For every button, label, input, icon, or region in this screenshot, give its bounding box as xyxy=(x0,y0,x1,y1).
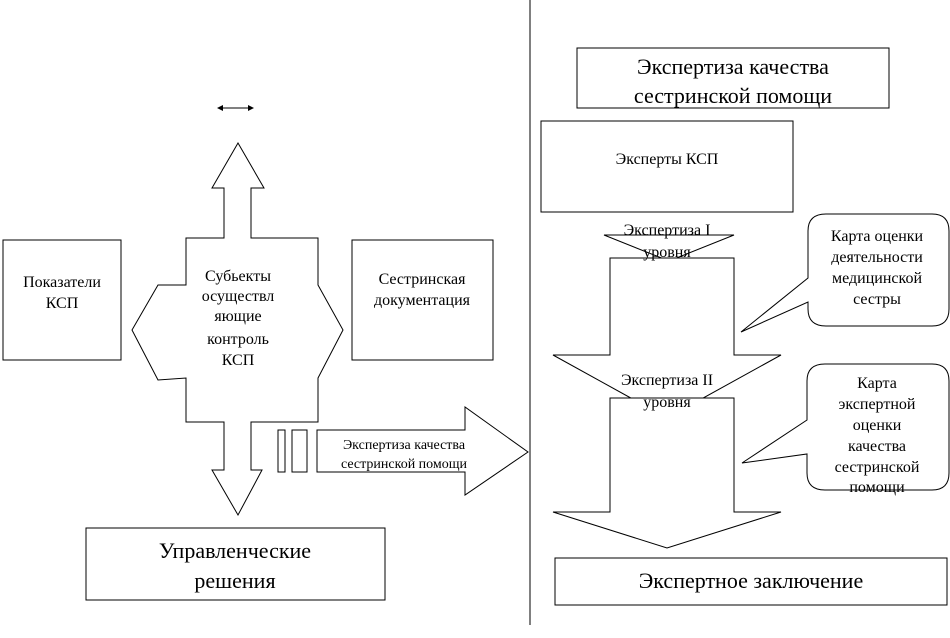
indicators-label-line2: КСП xyxy=(46,295,79,312)
expertise-right-arrow xyxy=(316,406,529,496)
level1-label-line2: уровня xyxy=(643,244,691,261)
documentation-label-line1: Сестринская xyxy=(379,271,467,288)
expertise-arrow-label-line2: сестринской помощи xyxy=(341,457,468,472)
level1-label-line1: Экспертиза I xyxy=(624,222,711,239)
title-label-line2: сестринской помощи xyxy=(634,83,832,108)
experts-box xyxy=(540,120,794,213)
conclusion-label: Экспертное заключение xyxy=(639,568,863,593)
card2-label-line2: экспертной xyxy=(839,396,916,413)
level2-down-arrow xyxy=(552,397,782,549)
level2-label-line2: уровня xyxy=(643,394,691,411)
experts-label: Эксперты КСП xyxy=(616,151,719,168)
subjects-label-line2: осуществл xyxy=(202,288,275,305)
card1-label-line2: деятельности xyxy=(831,249,923,266)
card2-label-line5: сестринской xyxy=(835,459,920,476)
indicators-label-line1: Показатели xyxy=(23,274,101,291)
level2-label-line1: Экспертиза II xyxy=(621,372,713,389)
conclusion-box xyxy=(554,557,948,606)
title-label-line1: Экспертиза качества xyxy=(637,54,829,79)
four-way-arrow-shape xyxy=(131,142,344,517)
card1-label-line1: Карта оценки xyxy=(831,228,924,245)
expertise-arrow-label-line1: Экспертиза качества xyxy=(343,438,466,453)
title-box xyxy=(576,47,890,109)
subjects-label-line5: КСП xyxy=(222,352,255,369)
card2-label-line4: качества xyxy=(848,438,906,455)
subjects-label-line1: Субьекты xyxy=(205,268,271,285)
arrow-tail-bar-2 xyxy=(291,429,308,473)
card2-label-line6: помощи xyxy=(849,479,905,496)
indicators-box xyxy=(2,239,122,361)
subjects-label-line4: контроль xyxy=(207,331,269,348)
card1-label-line4: сестры xyxy=(853,291,901,308)
decisions-label-line2: решения xyxy=(194,568,275,593)
decisions-box xyxy=(85,527,386,601)
documentation-box xyxy=(351,239,494,361)
decisions-label-line1: Управленческие xyxy=(159,538,311,563)
level1-small-arrow xyxy=(603,234,735,262)
subjects-label-line3: яющие xyxy=(214,308,261,325)
card2-label-line1: Карта xyxy=(857,375,897,392)
card2-callout xyxy=(741,363,950,491)
card1-label-line3: медицинской xyxy=(832,270,922,287)
card2-label-line3: оценки xyxy=(853,417,902,434)
double-arrow-icon xyxy=(217,105,254,111)
arrow-tail-bar-1 xyxy=(277,429,286,473)
card1-callout xyxy=(740,213,950,333)
documentation-label-line2: документация xyxy=(374,292,471,309)
level1-down-arrow xyxy=(552,257,782,419)
